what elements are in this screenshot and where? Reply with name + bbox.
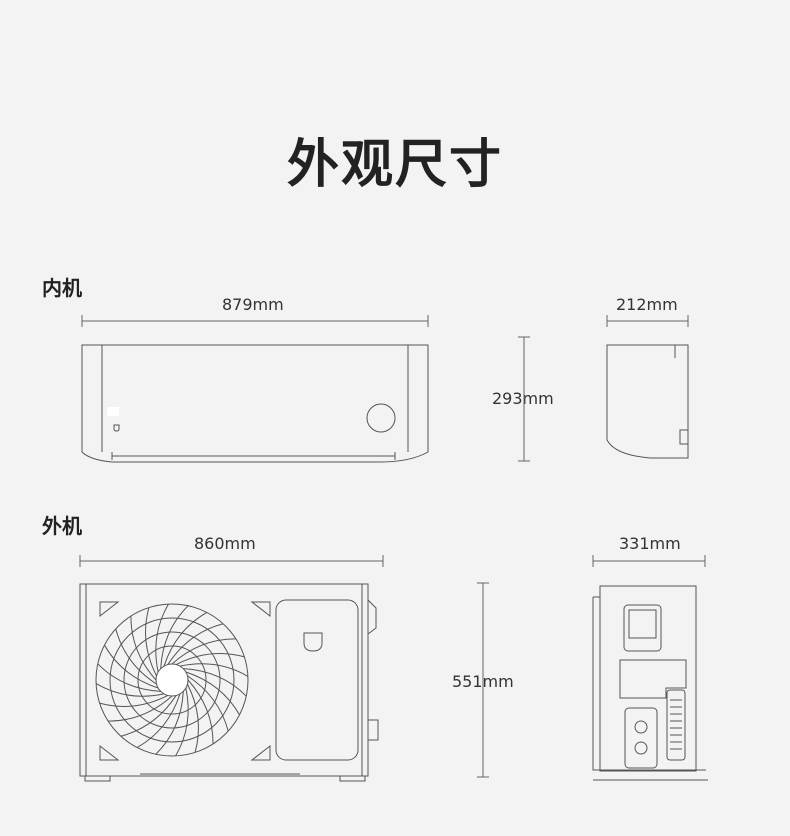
fan-blade-line <box>171 638 236 665</box>
fan-hub <box>155 663 189 697</box>
fan-blade-line <box>155 603 169 673</box>
fan-blade-line <box>136 693 181 748</box>
indoor-unit-label: 内机 <box>42 276 82 300</box>
mi-logo-icon <box>303 632 323 652</box>
indoor-unit-front <box>81 344 429 463</box>
fan-blade-line <box>120 695 177 737</box>
outdoor-width-label: 860mm <box>194 534 256 553</box>
fan-blade-line <box>185 671 240 716</box>
fan-blade-line <box>95 683 165 697</box>
indoor-width-label: 879mm <box>222 295 284 314</box>
fan-grille <box>95 603 249 757</box>
fan-blade-line <box>187 679 214 744</box>
fan-blade-line <box>104 644 159 689</box>
mi-logo-icon <box>113 424 120 432</box>
fan-blade-line <box>115 628 157 685</box>
outdoor-unit-front <box>79 583 379 782</box>
fan-blade-line <box>99 695 169 707</box>
fan-blade-line <box>187 683 199 753</box>
fan-blade-line <box>175 687 189 757</box>
dimension-lines <box>79 315 706 778</box>
fan-blade-line <box>97 663 161 692</box>
fan-blade-line <box>183 668 247 697</box>
indoor-height-label: 293mm <box>492 389 554 408</box>
page-title: 外观尺寸 <box>286 135 503 195</box>
fan-blade-line <box>108 695 173 722</box>
outdoor-unit-side <box>592 585 708 781</box>
fan-ring <box>123 631 221 729</box>
fan-blade-line <box>160 605 189 669</box>
fan-blade-line <box>179 663 249 677</box>
fan-blade-line <box>145 607 157 677</box>
fan-blade-line <box>155 691 184 755</box>
indoor-unit-side <box>606 344 689 459</box>
indoor-knob-icon <box>366 403 396 433</box>
fan-blade-line <box>167 623 224 665</box>
fan-blade-line <box>187 675 229 732</box>
fan-ring <box>95 603 249 757</box>
outdoor-depth-label: 331mm <box>619 534 681 553</box>
fan-ring <box>137 645 207 715</box>
display-window <box>107 407 119 416</box>
outdoor-unit-label: 外机 <box>42 514 82 538</box>
fan-blade-line <box>130 616 157 681</box>
fan-blade-line <box>175 653 245 665</box>
indoor-depth-label: 212mm <box>616 295 678 314</box>
fan-ring <box>109 617 235 743</box>
fan-blade-line <box>163 612 208 667</box>
